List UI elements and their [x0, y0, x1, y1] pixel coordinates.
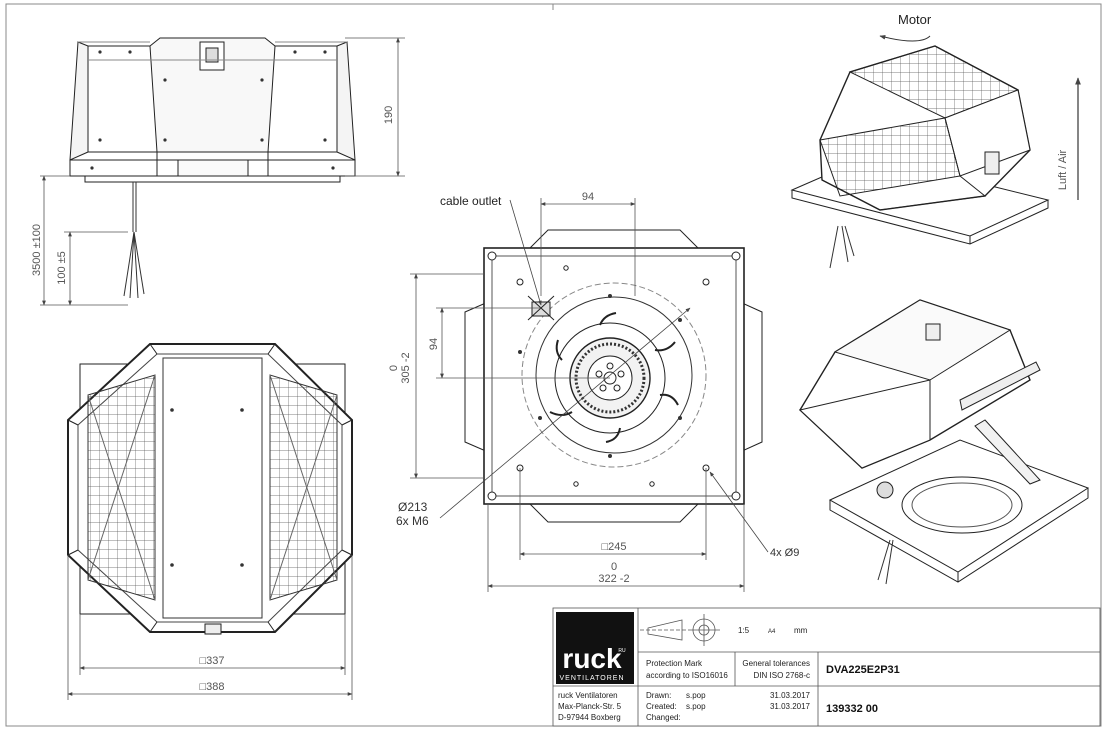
dim-337-label: □337 [200, 655, 225, 667]
dim-94-side-label: 94 [428, 338, 440, 350]
impeller-blades [549, 312, 679, 443]
drawn-label: Drawn: [646, 691, 671, 700]
dim-213-label-a: Ø213 [398, 500, 428, 514]
dim-cable-strip-label: 100 ±5 [56, 251, 68, 285]
unit: mm [794, 626, 808, 635]
logo-subtitle: VENTILATOREN [559, 675, 624, 682]
dim-height-190 [345, 37, 405, 177]
paper-size: A4 [768, 629, 776, 635]
drawn-by: s.pop [686, 691, 706, 700]
logo-wordmark: ruck [562, 643, 622, 674]
cable-outlet-label: cable outlet [440, 194, 502, 208]
tolerance-line-2: DIN ISO 2768-c [754, 671, 810, 680]
front-view [69, 37, 356, 183]
dim-94-top-label: 94 [582, 191, 594, 203]
ruck-logo: ruck RU VENTILATOREN [556, 612, 634, 684]
tolerance-line-1: General tolerances [742, 659, 810, 668]
top-view-bolts [170, 408, 244, 567]
created-label: Created: [646, 702, 677, 711]
dim-cable [40, 175, 128, 306]
motor-label: Motor [898, 12, 932, 27]
changed-label: Changed: [646, 713, 681, 722]
title-block-frame [552, 607, 1101, 727]
dim-305-label-a: 0 [388, 365, 400, 371]
iso-view-closed [790, 45, 1050, 269]
dim-388-label: □388 [200, 681, 225, 693]
address-line-3: D-97944 Boxberg [558, 713, 621, 722]
drawing-number: 139332 00 [826, 703, 878, 715]
dim-holes-label: 4x Ø9 [770, 547, 799, 559]
front-view-bolts [90, 50, 335, 170]
address-line-1: ruck Ventilatoren [558, 691, 618, 700]
dim-213-label-b: 6x M6 [396, 514, 429, 528]
dim-245-label: □245 [602, 541, 627, 553]
dim-top-view [67, 555, 353, 700]
bottom-view-bolts [518, 294, 682, 458]
iso-motor-rotation-arrow [879, 34, 931, 42]
bottom-view [464, 229, 763, 523]
drawn-date: 31.03.2017 [770, 691, 811, 700]
created-date: 31.03.2017 [770, 702, 811, 711]
created-by: s.pop [686, 702, 706, 711]
protection-line-1: Protection Mark [646, 659, 703, 668]
dim-cable-length-label: 3500 ±100 [31, 224, 43, 276]
dim-322-label-b: 322 -2 [598, 573, 629, 585]
dim-bottom-view [410, 198, 769, 592]
address-line-2: Max-Planck-Str. 5 [558, 702, 622, 711]
logo-registered: RU [618, 648, 626, 654]
protection-line-2: according to ISO16016 [646, 671, 728, 680]
dim-305-label-b: 305 -2 [400, 352, 412, 383]
dim-322-label-a: 0 [611, 561, 617, 573]
top-view [67, 343, 353, 635]
air-direction-label: Luft / Air [1057, 149, 1069, 190]
iso-view-open [798, 299, 1090, 585]
cable [123, 182, 145, 299]
projection-symbol-icon [640, 614, 720, 646]
product-name: DVA225E2P31 [826, 664, 900, 676]
dim-190-label: 190 [383, 106, 395, 124]
scale: 1:5 [738, 626, 750, 635]
